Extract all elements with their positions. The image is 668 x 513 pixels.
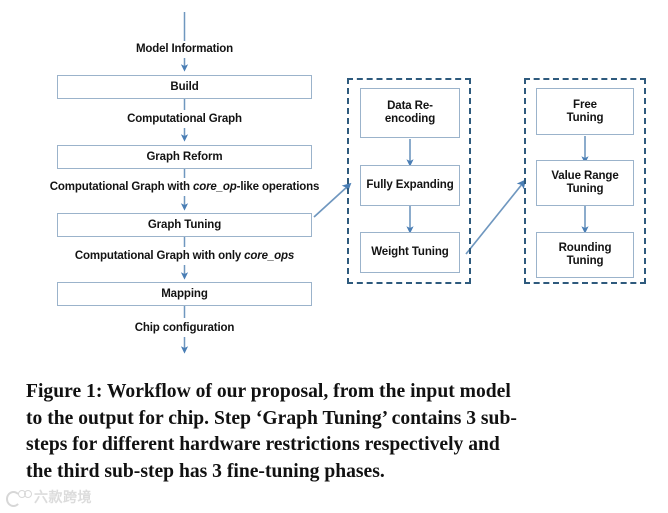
flow-box-value-range-tuning[interactable]: Value Range Tuning	[536, 160, 634, 206]
caption-line-4: the third sub-step has 3 fine-tuning pha…	[26, 460, 385, 482]
edge-label-cg-only-core-ops: Computational Graph with only core_ops	[42, 250, 327, 262]
dashed-group-graph-tuning-substeps	[347, 78, 471, 284]
flow-box-weight-tuning[interactable]: Weight Tuning	[360, 232, 460, 273]
circles-logo-icon	[6, 489, 32, 507]
watermark: 六款跨境	[6, 487, 92, 507]
flow-box-data-re-encoding-line1: Data Re-	[387, 100, 433, 113]
edge-label-cg-core-op-like-pre: Computational Graph with	[49, 181, 193, 193]
flow-box-graph-reform[interactable]: Graph Reform	[57, 145, 312, 169]
edge-label-computational-graph: Computational Graph	[127, 113, 242, 125]
edge-label-cg-core-op-like-em: core_op	[192, 181, 237, 193]
flow-box-data-re-encoding-line2: encoding	[384, 113, 436, 125]
flow-box-rounding-tuning[interactable]: Rounding Tuning	[536, 232, 634, 278]
flow-box-rounding-tuning-line2: Tuning	[566, 255, 604, 267]
flow-box-free-tuning-line1: Free	[573, 98, 597, 111]
flow-box-rounding-tuning-line1: Rounding	[558, 242, 612, 255]
edge-label-chip-configuration: Chip configuration	[134, 322, 235, 334]
flow-box-value-range-tuning-line2: Tuning	[566, 183, 604, 195]
dashed-group-weight-tuning-phases	[524, 78, 646, 284]
caption-line-3: steps for different hardware restriction…	[26, 434, 500, 456]
edge-label-cg-core-op-like-post: -like operations	[236, 181, 320, 193]
watermark-text: 六款跨境	[34, 490, 92, 506]
flow-box-build[interactable]: Build	[57, 75, 312, 99]
caption-line-1: Figure 1: Workflow of our proposal, from…	[26, 381, 511, 402]
edge-label-cg-only-core-ops-pre: Computational Graph with only	[74, 250, 245, 262]
flow-box-free-tuning-line2: Tuning	[566, 111, 604, 124]
edge-label-model-information: Model Information	[135, 43, 234, 55]
edge-label-cg-only-core-ops-em: core_ops	[244, 250, 295, 262]
flow-box-mapping[interactable]: Mapping	[57, 282, 312, 306]
flow-box-fully-expanding[interactable]: Fully Expanding	[360, 165, 460, 206]
edge-label-cg-core-op-like: Computational Graph with core_op-like op…	[30, 181, 339, 193]
flow-box-data-re-encoding[interactable]: Data Re- encoding	[360, 88, 460, 138]
flow-box-free-tuning[interactable]: Free Tuning	[536, 88, 634, 135]
figure-caption: Figure 1: Workflow of our proposal, from…	[26, 379, 644, 485]
flow-box-value-range-tuning-line1: Value Range	[551, 170, 619, 183]
caption-line-2: to the output for chip. Step ‘Graph Tuni…	[26, 407, 517, 429]
flow-box-graph-tuning[interactable]: Graph Tuning	[57, 213, 312, 237]
